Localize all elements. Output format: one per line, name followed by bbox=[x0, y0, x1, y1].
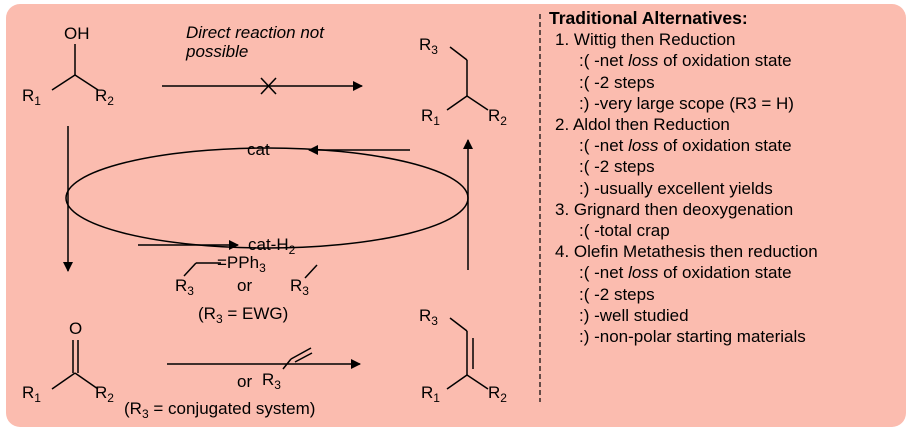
alcohol-r2: R2 bbox=[95, 86, 114, 108]
alternative-item: :( -net loss of oxidation state bbox=[579, 136, 792, 156]
alternative-heading: 4. Olefin Metathesis then reduction bbox=[555, 242, 818, 262]
product-r2: R2 bbox=[488, 106, 507, 128]
alkene-r1: R1 bbox=[421, 383, 440, 405]
alternative-item: :( -total crap bbox=[579, 221, 670, 241]
ketone-o: O bbox=[69, 319, 83, 338]
ketone-bonds bbox=[51, 340, 99, 390]
product-r3: R3 bbox=[419, 35, 438, 57]
alternative-item: :( -2 steps bbox=[579, 284, 655, 304]
reagent-or-1: or bbox=[237, 276, 253, 295]
alternative-item-emphasis: loss bbox=[628, 263, 659, 283]
direct-note-line1: Direct reaction not bbox=[186, 23, 324, 42]
alkene-r3: R3 bbox=[419, 306, 438, 328]
ewg-note: (R3 = EWG) bbox=[198, 304, 289, 326]
ketone-r2: R2 bbox=[95, 383, 114, 405]
alternatives-panel: Traditional Alternatives: 1. Wittig then… bbox=[549, 8, 818, 347]
alternative-item: :) -well studied bbox=[579, 305, 689, 325]
alternative-heading: 3. Grignard then deoxygenation bbox=[555, 199, 794, 219]
product-r1: R1 bbox=[421, 106, 440, 128]
alcohol-bonds bbox=[51, 44, 99, 91]
reagent-or-2: or bbox=[237, 372, 253, 391]
alternative-item: :) -very large scope (R3 = H) bbox=[579, 93, 794, 113]
enone-r3: R3 bbox=[290, 276, 309, 298]
conjugated-note: (R3 = conjugated system) bbox=[124, 399, 316, 421]
alkene-bonds bbox=[446, 317, 489, 390]
alternative-item: :) -usually excellent yields bbox=[579, 178, 773, 198]
alternatives-list: 1. Wittig then Reduction:( -net loss of … bbox=[549, 29, 818, 347]
ylide-r3: R3 bbox=[175, 276, 194, 298]
alcohol-oh: OH bbox=[64, 24, 90, 43]
direct-note-line2: possible bbox=[186, 42, 249, 61]
alternative-item: :( -net loss of oxidation state bbox=[579, 51, 792, 71]
alternative-heading: 2. Aldol then Reduction bbox=[555, 115, 730, 135]
alkene-r2: R2 bbox=[488, 383, 507, 405]
alternative-item: :) -non-polar starting materials bbox=[579, 327, 806, 347]
cat-h2-label: cat-H2 bbox=[248, 235, 296, 257]
cat-label: cat bbox=[247, 140, 270, 159]
alternatives-title: Traditional Alternatives: bbox=[549, 8, 748, 28]
ylide-pph3: =PPh3 bbox=[217, 253, 266, 275]
product-bonds bbox=[446, 46, 489, 111]
catalytic-cycle bbox=[65, 147, 469, 249]
alternative-heading: 1. Wittig then Reduction bbox=[555, 30, 736, 50]
cross-icon bbox=[260, 77, 277, 95]
vinyl-r3: R3 bbox=[262, 370, 281, 392]
alternative-item: :( -2 steps bbox=[579, 72, 655, 92]
alternative-item: :( -net loss of oxidation state bbox=[579, 263, 792, 283]
ketone-r1: R1 bbox=[22, 383, 41, 405]
alternative-item-emphasis: loss bbox=[628, 136, 659, 156]
alcohol-r1: R1 bbox=[22, 86, 41, 108]
alternative-item-emphasis: loss bbox=[628, 51, 659, 71]
alternative-item: :( -2 steps bbox=[579, 157, 655, 177]
